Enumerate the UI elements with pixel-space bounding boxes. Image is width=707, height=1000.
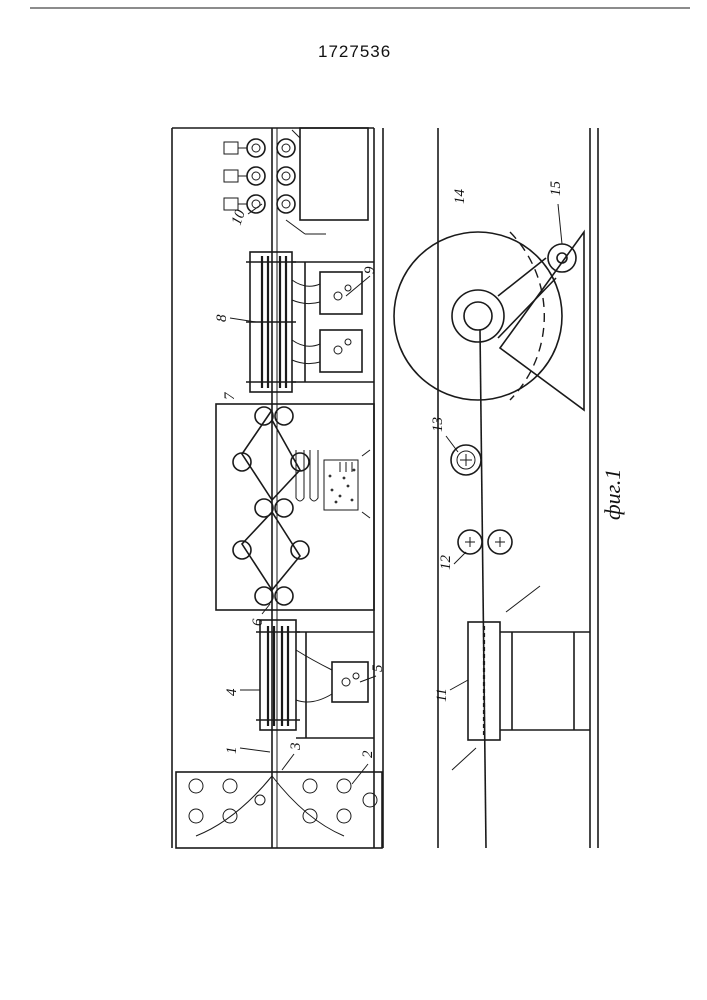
figure-caption: фиг.1 [600, 469, 625, 520]
labels: 10 9 8 7 6 5 4 1 3 2 14 15 13 12 11 фиг.… [214, 181, 625, 785]
label-11: 11 [434, 688, 450, 702]
drum-14 [394, 232, 584, 410]
label-14: 14 [452, 189, 468, 205]
label-5: 5 [370, 664, 386, 672]
upper-line-frame [172, 128, 383, 848]
label-13: 13 [430, 417, 446, 432]
control-units-9 [292, 272, 362, 372]
label-7: 7 [222, 391, 238, 400]
rollers-12 [458, 530, 512, 554]
press-8 [246, 252, 374, 392]
roller-13 [451, 445, 481, 475]
label-2: 2 [360, 750, 376, 758]
label-4: 4 [224, 688, 240, 696]
label-3: 3 [288, 743, 304, 752]
label-6: 6 [250, 618, 266, 626]
label-1: 1 [224, 747, 240, 755]
label-12: 12 [438, 555, 454, 571]
loop-chamber-7 [216, 404, 374, 610]
label-8: 8 [214, 314, 230, 322]
lower-line-frame [438, 128, 598, 848]
supply-rolls-2 [176, 772, 382, 848]
table-11 [452, 586, 590, 770]
label-9: 9 [362, 266, 378, 274]
drive-15 [548, 244, 576, 272]
label-15: 15 [548, 181, 564, 197]
